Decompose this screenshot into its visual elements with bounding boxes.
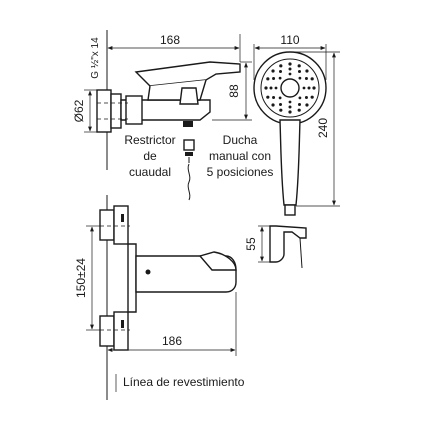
shower-nozzle [312,86,316,90]
shower-line-1: Ducha [223,133,258,147]
restrictor-line-2: de [143,149,157,163]
shower-connector [284,204,296,216]
shower-nozzle [266,77,270,81]
shower-nozzle [310,95,314,99]
upper-nut [113,205,129,245]
shower-nozzle [288,110,292,114]
dim-88-label: 88 [227,84,241,98]
shower-nozzle [304,77,308,80]
restrictor-part-base [185,152,193,156]
shower-nozzle [304,96,308,99]
shower-nozzle [297,64,301,68]
dim-150-label: 150±24 [74,258,88,298]
restrictor-line-3: cuaudal [129,165,171,179]
shower-nozzle [305,103,309,107]
top-left-nut [110,93,122,129]
shower-nozzle [274,86,278,90]
shower-nozzle [278,96,282,100]
shower-nozzle [266,95,270,99]
shower-handle [279,119,301,206]
shower-head-ring [260,58,320,118]
dim-240-label: 240 [316,118,330,138]
shower-nozzle [305,69,309,73]
shower-nozzle [264,86,268,90]
shower-nozzle [271,69,275,73]
shower-nozzle [272,96,276,99]
shower-nozzle [298,70,301,74]
shower-nozzle [302,86,306,90]
dim-110-label: 110 [280,33,299,47]
shower-line-3: 5 posiciones [207,165,274,179]
shower-nozzle [279,64,283,68]
lower-nut-mark [121,320,124,328]
shower-nozzle [310,77,314,81]
wall-holder: 55 [244,225,307,269]
shower-nozzle [307,86,311,90]
top-diverter-knob [179,87,199,105]
shower-nozzle [288,105,292,109]
thread-label: G ½"x 14 [90,37,101,79]
shower-nozzle [288,67,292,71]
dim-168-label: 168 [160,33,180,47]
top-right-fitting [125,95,143,125]
shower-nozzle [288,100,292,104]
dim-d62-label: Ø62 [72,99,86,122]
top-faucet-view: 168 88 Ø62 G ½"x 14 [72,30,252,170]
shower-nozzle [269,86,273,90]
upper-fitting [99,209,115,241]
shower-nozzle [271,103,275,107]
front-lever [198,251,237,271]
shower-nozzle [288,62,292,66]
top-left-fitting [96,89,112,133]
dim-55-label: 55 [244,237,258,251]
shower-nozzles [264,62,316,114]
lower-fitting [99,315,115,347]
shower-nozzle [298,76,302,80]
shower-nozzle [272,77,276,80]
dim-186-label: 186 [162,334,182,348]
shower-nozzle [279,102,282,106]
front-view: 150±24 186 Línea de revestimiento [74,195,245,400]
restrictor-callout: Restrictor de cuaudal [124,133,195,201]
lower-nut [113,311,129,351]
shower-nozzle [298,96,302,100]
shower-line-2: manual con [209,149,271,163]
shower-center [280,78,300,98]
shower-nozzle [278,76,282,80]
restrictor-part [183,139,195,151]
holder-bracket [269,225,307,263]
shower-nozzle [298,102,301,106]
hose-line [187,157,191,201]
front-body-column [127,243,137,313]
shower-nozzle [279,108,283,112]
restrictor-line-1: Restrictor [124,133,175,147]
shower-nozzle [279,70,282,74]
shower-callout: Ducha manual con 5 posiciones [207,133,274,179]
shower-nozzle [297,108,301,112]
hose-outlet [183,121,193,127]
holder-hose-drop [299,237,303,269]
hand-shower: 110 240 [253,33,340,216]
indicator-dot [145,269,151,275]
top-spout [134,61,241,87]
wall-line-label: Línea de revestimiento [123,375,245,389]
upper-nut-mark [121,214,124,222]
shower-nozzle [288,72,292,76]
